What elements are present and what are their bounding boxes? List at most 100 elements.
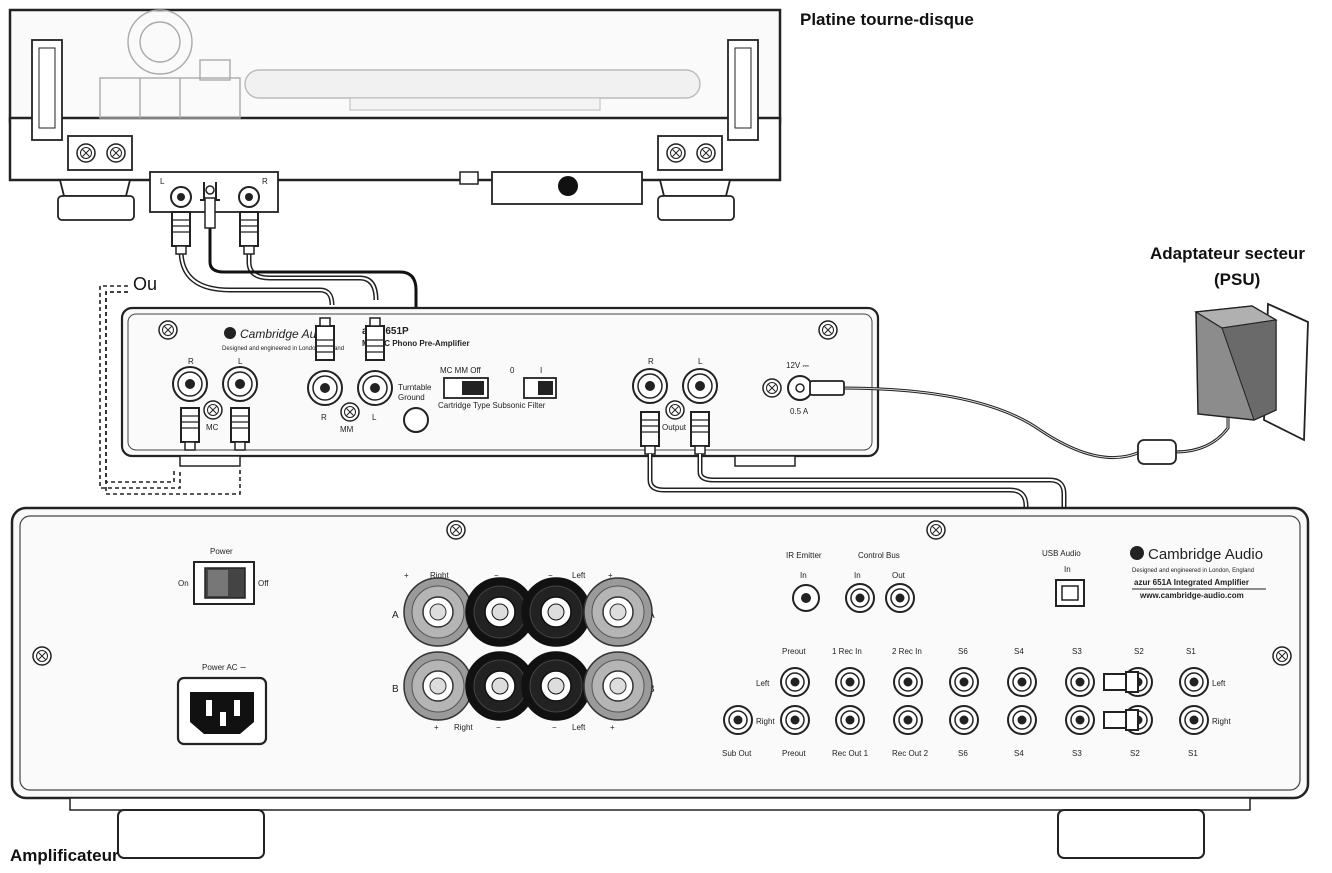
ir-emitter-in-label: In <box>800 571 807 580</box>
speaker-row-b-label: B <box>392 684 399 695</box>
speaker-terminal-a-left-minus[interactable] <box>521 577 591 647</box>
power-switch-off-label: Off <box>258 579 269 588</box>
amp-website: www.cambridge-audio.com <box>1139 591 1244 600</box>
speaker-terminal-a-left-plus[interactable] <box>583 577 653 647</box>
s1-left-jack[interactable] <box>1179 667 1209 697</box>
col-s1: S1 <box>1186 647 1196 656</box>
preamp-mc-label: MC <box>206 423 219 432</box>
speaker-terminal-b-left-minus[interactable] <box>521 651 591 721</box>
power-switch-title: Power <box>210 547 233 556</box>
psu-label: Adaptateur secteur <box>1150 244 1305 263</box>
bottom-s6-label: S6 <box>958 749 968 758</box>
turntable-cables <box>178 200 418 420</box>
amp-brand-tagline: Designed and engineered in London, Engla… <box>1132 568 1254 574</box>
turntable-left-jack-label: L <box>160 177 165 186</box>
col-s2: S2 <box>1134 647 1144 656</box>
sub-out-jack[interactable] <box>723 705 753 735</box>
preout-left-jack[interactable] <box>780 667 810 697</box>
row-left-label-right: Left <box>1212 679 1226 688</box>
usb-audio-in-label: In <box>1064 565 1071 574</box>
preamp-switch-labels: Cartridge Type Subsonic Filter <box>438 401 546 410</box>
speaker-top-minus-2: − <box>548 571 553 580</box>
preamp-brand-tagline: Designed and engineered in London, Engla… <box>222 346 344 352</box>
turntable: L R <box>8 8 782 221</box>
row-right-label: Right <box>756 717 775 726</box>
speaker-bottom-minus-2: − <box>552 723 557 732</box>
amp-input-plugs <box>1103 671 1139 731</box>
col-rec-in-1: 1 Rec In <box>832 647 862 656</box>
preamp-out-l-label: L <box>698 357 703 366</box>
or-label: Ou <box>133 274 158 294</box>
preout-right-jack[interactable] <box>780 705 810 735</box>
speaker-top-left-label: Left <box>572 571 586 580</box>
speaker-bottom-plus-1: + <box>434 723 439 732</box>
col-preout: Preout <box>782 647 806 656</box>
preamp-mc-r-label: R <box>188 357 194 366</box>
psu-label-abbrev: (PSU) <box>1214 270 1261 289</box>
bottom-rec-out-1-label: Rec Out 1 <box>832 749 869 758</box>
preamp-out-r-label: R <box>648 357 654 366</box>
speaker-terminal-b-left-plus[interactable] <box>583 651 653 721</box>
power-switch-on-label: On <box>178 579 189 588</box>
s3-right-jack[interactable] <box>1065 705 1095 735</box>
phono-preamp: Cambridge Audio Designed and engineered … <box>120 306 880 467</box>
speaker-bottom-right-label: Right <box>454 723 473 732</box>
rec-2-right-jack[interactable] <box>893 705 923 735</box>
speaker-terminal-b-right-plus[interactable] <box>403 651 473 721</box>
preamp-mm-l-label: L <box>372 413 377 422</box>
amp-model: azur 651A Integrated Amplifier <box>1134 578 1249 587</box>
s6-right-jack[interactable] <box>949 705 979 735</box>
row-left-label: Left <box>756 679 770 688</box>
control-bus-out-jack[interactable] <box>885 583 915 613</box>
speaker-top-plus-1: + <box>404 571 409 580</box>
rec-1-left-jack[interactable] <box>835 667 865 697</box>
bottom-preout-label: Preout <box>782 749 806 758</box>
rec-2-left-jack[interactable] <box>893 667 923 697</box>
speaker-top-minus-1: − <box>494 571 499 580</box>
rec-1-right-jack[interactable] <box>835 705 865 735</box>
preamp-ground-label-2: Ground <box>398 393 425 402</box>
s1-right-jack[interactable] <box>1179 705 1209 735</box>
preamp-brand: Cambridge Audio <box>240 327 333 341</box>
preamp-subsonic-on-label: I <box>540 366 542 375</box>
preamp-model: azur 651P <box>362 326 409 337</box>
amplifier-label: Amplificateur <box>10 846 119 865</box>
power-supply <box>1194 302 1309 442</box>
preamp-output-label: Output <box>662 423 687 432</box>
s6-left-jack[interactable] <box>949 667 979 697</box>
amp-brand: Cambridge Audio <box>1148 546 1263 563</box>
col-s3: S3 <box>1072 647 1082 656</box>
speaker-top-plus-2: + <box>608 571 613 580</box>
bottom-s4-label: S4 <box>1014 749 1024 758</box>
turntable-label: Platine tourne-disque <box>800 10 974 29</box>
speaker-bottom-left-label: Left <box>572 723 586 732</box>
s4-right-jack[interactable] <box>1007 705 1037 735</box>
control-bus-label: Control Bus <box>858 551 900 560</box>
control-bus-in-label: In <box>854 571 861 580</box>
ir-emitter-label: IR Emitter <box>786 551 822 560</box>
s4-left-jack[interactable] <box>1007 667 1037 697</box>
s3-left-jack[interactable] <box>1065 667 1095 697</box>
usb-audio-label: USB Audio <box>1042 549 1081 558</box>
preamp-model-desc: MM MC Phono Pre-Amplifier <box>362 339 470 348</box>
control-bus-in-jack[interactable] <box>845 583 875 613</box>
bottom-s1-label: S1 <box>1188 749 1198 758</box>
preamp-mm-label: MM <box>340 425 354 434</box>
col-s4: S4 <box>1014 647 1024 656</box>
bottom-s3-label: S3 <box>1072 749 1082 758</box>
turntable-right-jack-label: R <box>262 177 268 186</box>
bottom-rec-out-2-label: Rec Out 2 <box>892 749 929 758</box>
preamp-subsonic-off-label: 0 <box>510 366 515 375</box>
preamp-dc-voltage: 12V ⎓ <box>786 361 809 370</box>
preamp-dc-current: 0.5 A <box>790 407 809 416</box>
preamp-ground-label-1: Turntable <box>398 383 432 392</box>
speaker-bottom-minus-1: − <box>496 723 501 732</box>
control-bus-out-label: Out <box>892 571 906 580</box>
col-rec-in-2: 2 Rec In <box>892 647 922 656</box>
preamp-mc-l-label: L <box>238 357 243 366</box>
preamp-cartridge-switch-positions: MC MM Off <box>440 366 482 375</box>
speaker-terminal-a-right-plus[interactable] <box>403 577 473 647</box>
amplifier: Power On Off Power AC ∼ + Right − − Left… <box>10 506 1310 859</box>
speaker-top-right-label: Right <box>430 571 449 580</box>
